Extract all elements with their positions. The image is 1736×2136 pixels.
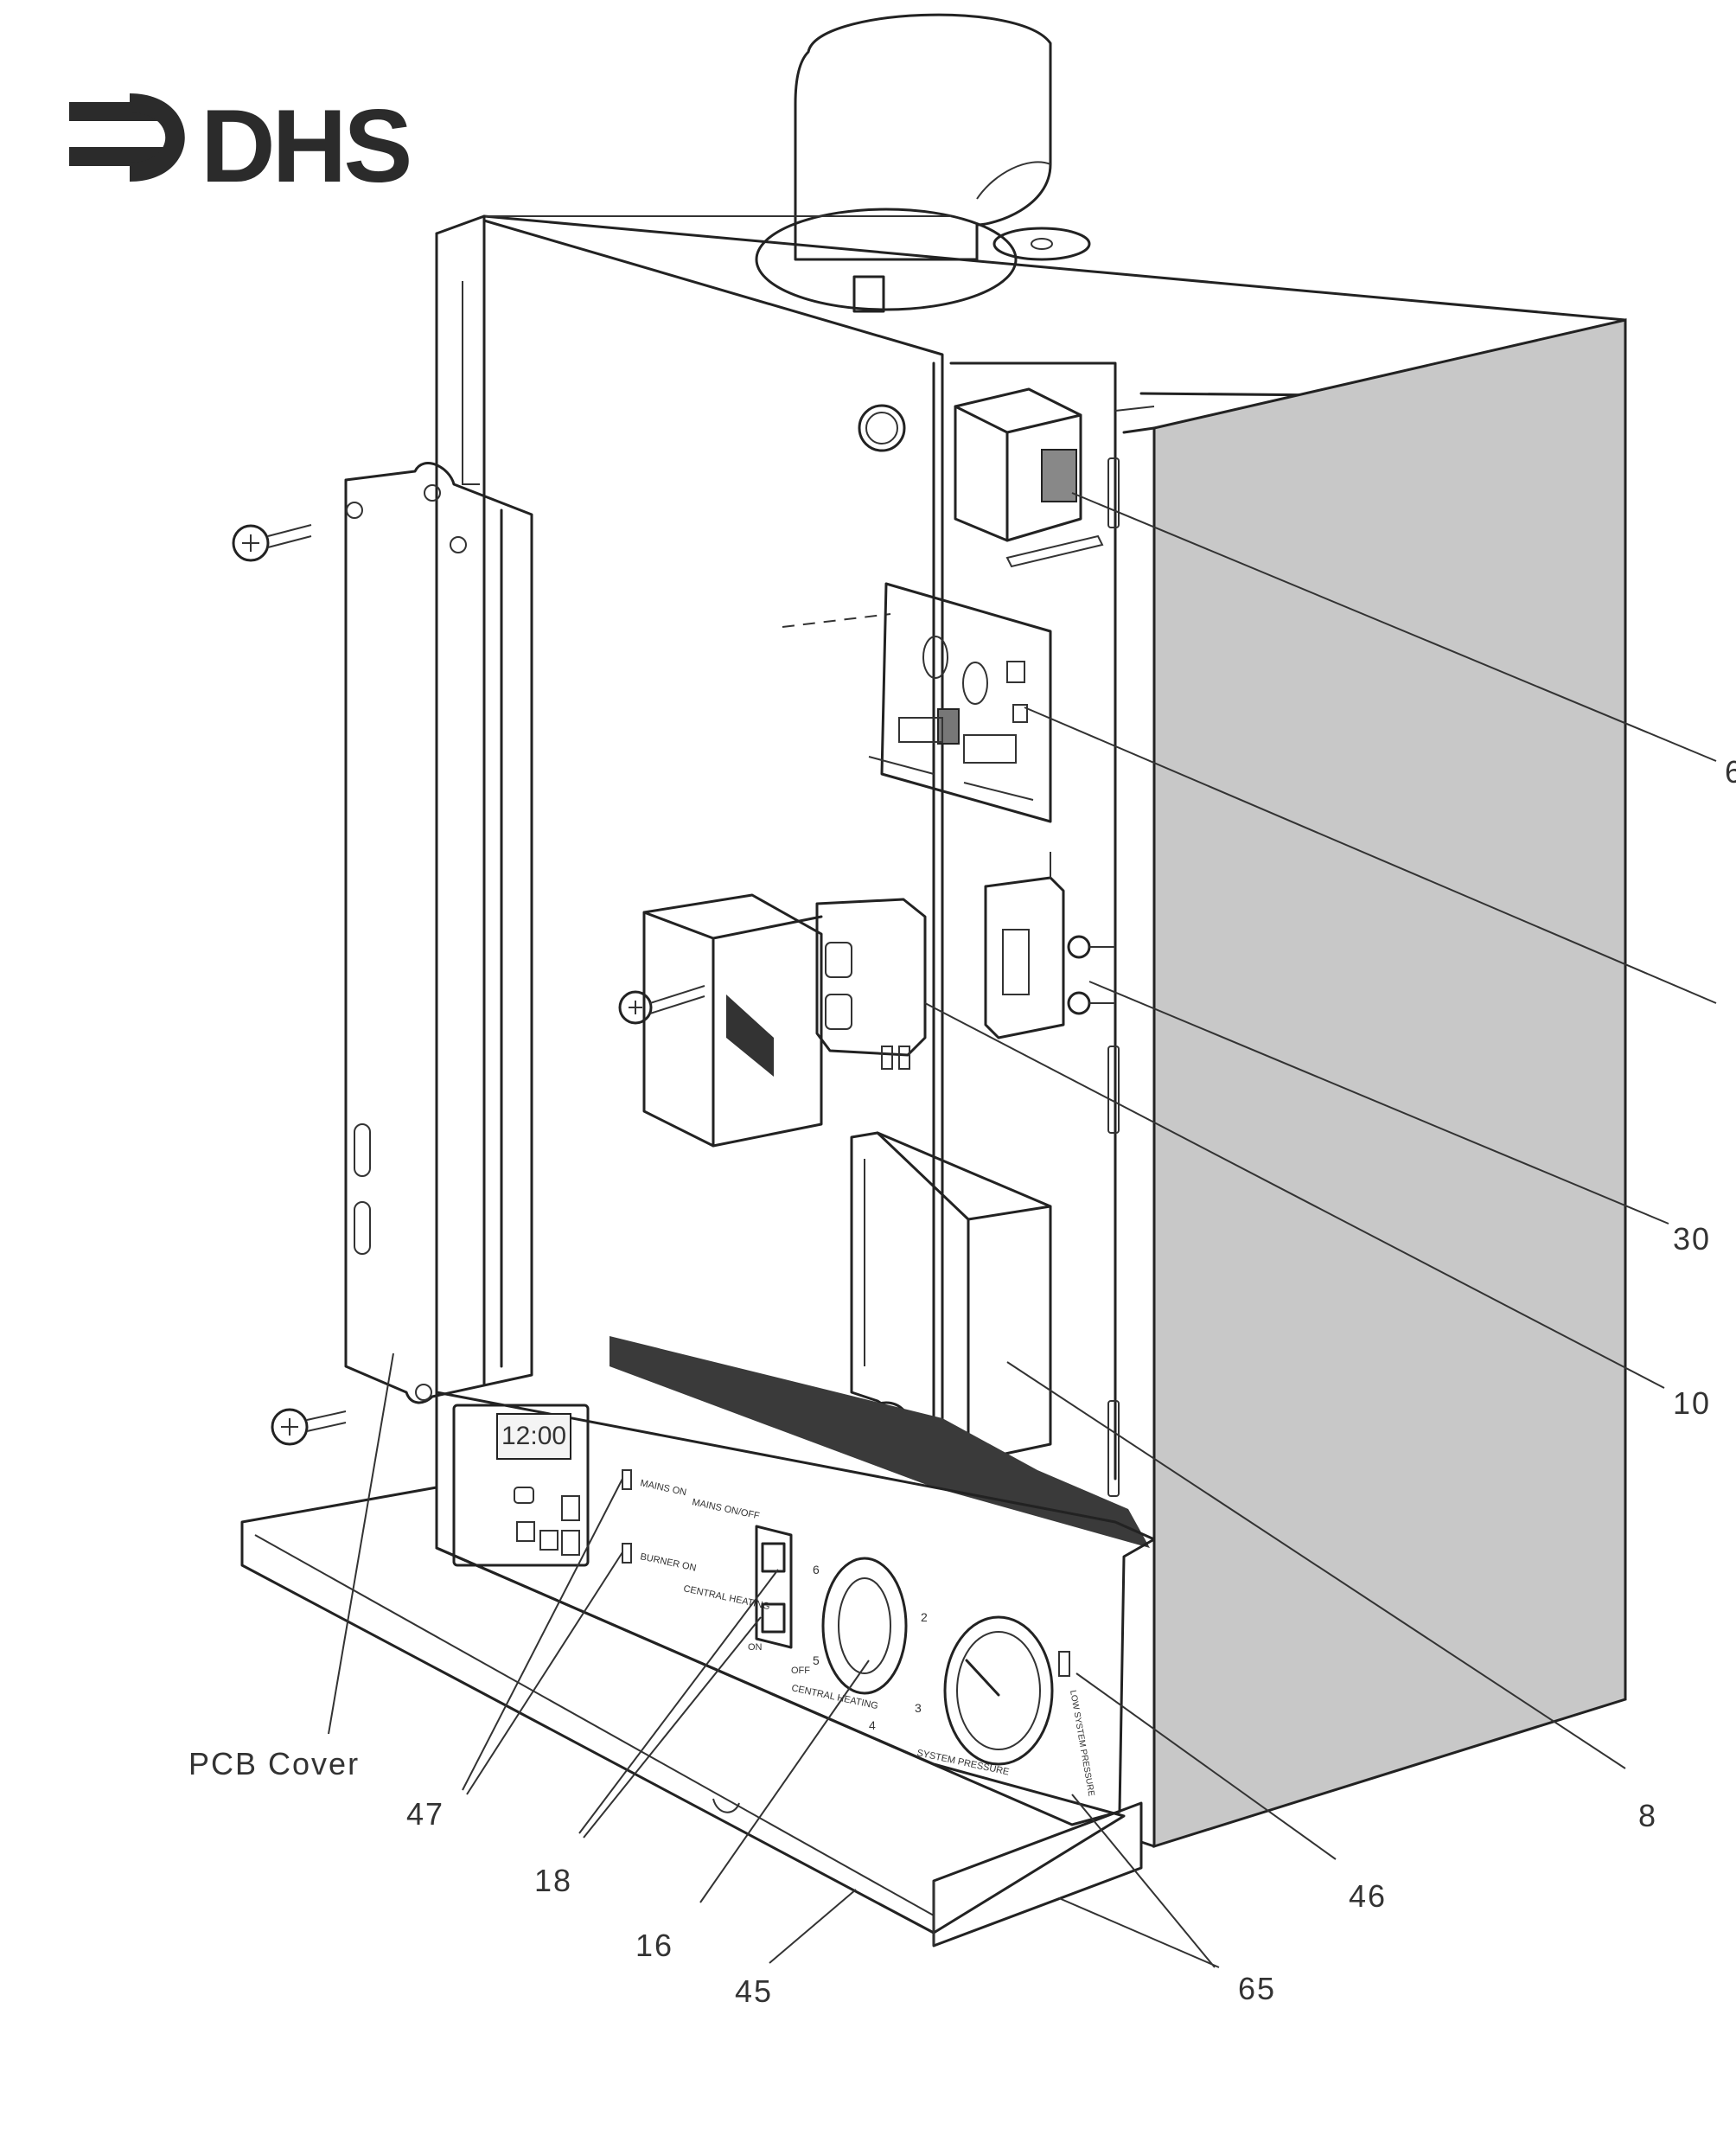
transformer xyxy=(954,387,1104,568)
label-pcb-cover: PCB Cover xyxy=(188,1746,360,1781)
leader-lines xyxy=(328,492,1717,1968)
pcb-cover xyxy=(232,462,533,1446)
low-pressure-lamp xyxy=(1058,1651,1070,1677)
label-6: 6 xyxy=(1725,754,1736,790)
central-heating-dial[interactable] xyxy=(821,1557,908,1695)
label-16: 16 xyxy=(635,1928,673,1963)
programmer-set-button[interactable] xyxy=(514,1487,534,1504)
dial-number-5: 5 xyxy=(813,1653,820,1667)
programmer-plus-button[interactable] xyxy=(539,1530,558,1551)
dial-number-3: 3 xyxy=(915,1701,922,1715)
callout-labels: PCB Cover 6 30 10 8 47 18 16 45 46 65 xyxy=(188,754,1736,2009)
dhs-logo: DHS xyxy=(69,88,412,204)
switch-off-text: OFF xyxy=(791,1666,810,1676)
programmer-ch-button[interactable] xyxy=(561,1530,580,1556)
label-8: 8 xyxy=(1638,1798,1657,1833)
label-10: 10 xyxy=(1673,1385,1711,1421)
boiler-casing xyxy=(435,214,1627,1849)
burner-on-text: BURNER ON xyxy=(639,1551,697,1573)
control-fascia: 12:00 MAINS ON BURNER ON MAINS ON/OFF CE… xyxy=(435,1391,1156,1826)
label-30: 30 xyxy=(1673,1221,1711,1257)
mains-on-text: MAINS ON xyxy=(639,1478,687,1498)
ignition-unit xyxy=(850,1131,1052,1463)
logo-text: DHS xyxy=(201,88,409,204)
flue-elbow xyxy=(755,13,1091,313)
mains-switch[interactable] xyxy=(761,1542,786,1573)
dial-number-6: 6 xyxy=(813,1563,820,1576)
pressure-gauge xyxy=(943,1615,1054,1766)
programmer-hw-button[interactable] xyxy=(561,1495,580,1521)
burner-on-lamp xyxy=(622,1543,632,1564)
label-18: 18 xyxy=(534,1863,572,1898)
programmer-time-display: 12:00 xyxy=(501,1422,566,1450)
label-46: 46 xyxy=(1349,1878,1387,1914)
overheat-thermostat xyxy=(984,852,1115,1039)
control-pcb xyxy=(868,582,1052,823)
mains-on-off-text: MAINS ON/OFF xyxy=(691,1497,760,1521)
label-47: 47 xyxy=(406,1796,444,1832)
programmer-minus-button[interactable] xyxy=(516,1521,535,1542)
switch-on-text: ON xyxy=(748,1642,763,1653)
front-door xyxy=(240,1486,1143,1947)
mains-on-lamp xyxy=(622,1469,632,1490)
terminal-connector xyxy=(618,893,927,1148)
label-45: 45 xyxy=(735,1973,773,2009)
dial-number-2: 2 xyxy=(921,1610,928,1624)
low-system-pressure-text: LOW SYSTEM PRESSURE xyxy=(1068,1690,1096,1798)
dial-number-4: 4 xyxy=(869,1718,876,1732)
label-65: 65 xyxy=(1238,1971,1276,2006)
central-heating-switch[interactable] xyxy=(761,1602,786,1634)
